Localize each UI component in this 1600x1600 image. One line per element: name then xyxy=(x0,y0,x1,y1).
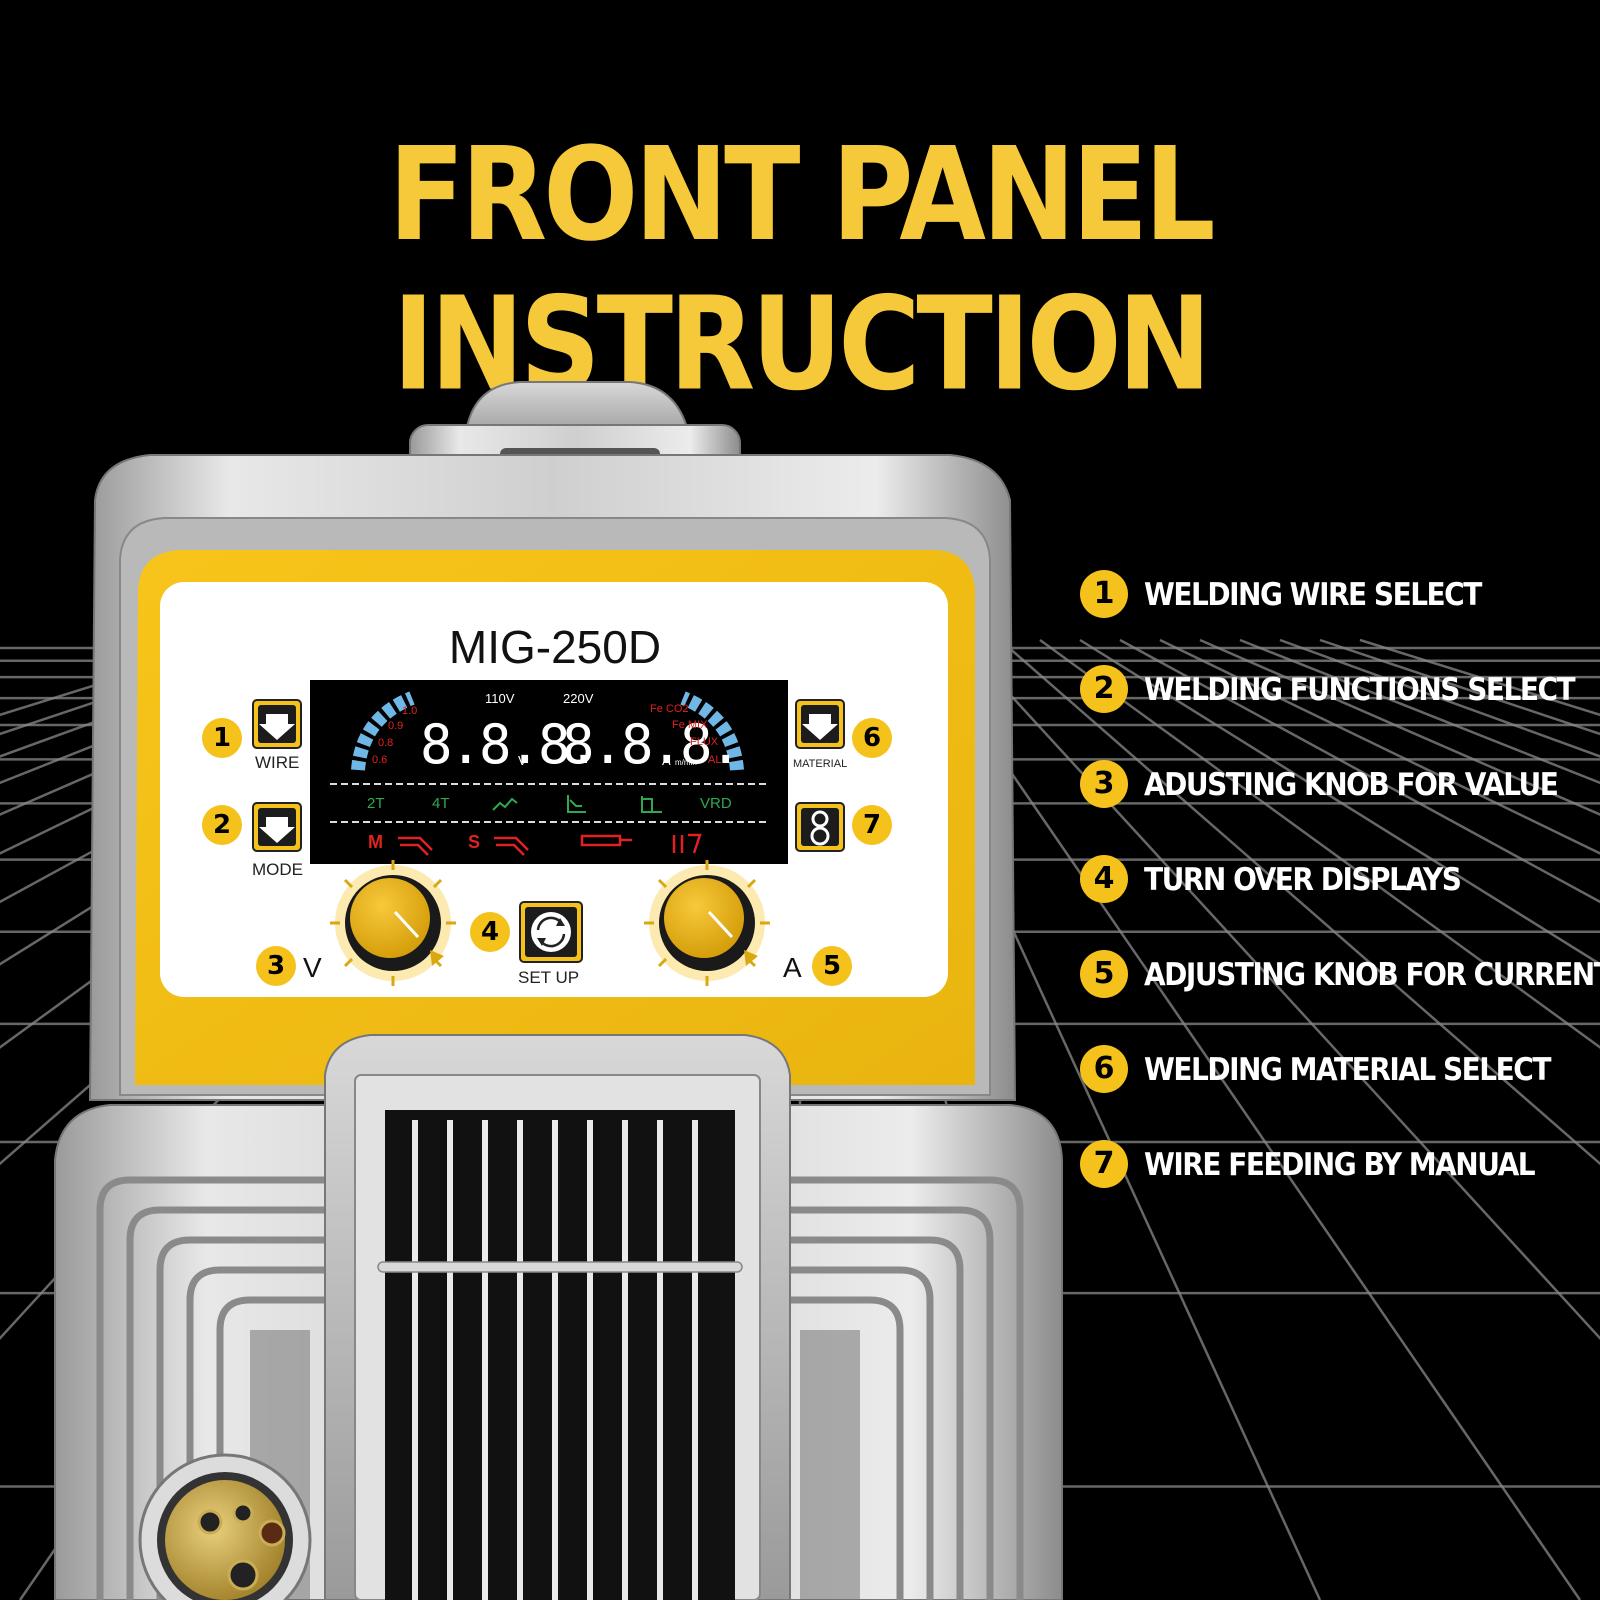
legend-number-badge: 3 xyxy=(1080,760,1128,808)
callout-badge-7: 7 xyxy=(852,805,892,845)
lcd-synergic: S xyxy=(468,832,481,852)
model-name: MIG-250D xyxy=(448,621,662,673)
legend-number-badge: 4 xyxy=(1080,855,1128,903)
current-knob-label: A xyxy=(783,952,802,983)
lcd-mode-2t: 2T xyxy=(367,795,385,812)
lcd-mode-4t: 4T xyxy=(432,795,450,812)
legend-label: TURN OVER DISPLAYS xyxy=(1144,861,1462,898)
callout-badge-2: 2 xyxy=(202,805,242,845)
legend-number-badge: 7 xyxy=(1080,1140,1128,1188)
callout-badge-4: 4 xyxy=(470,912,510,952)
grid-line xyxy=(0,638,401,816)
material-button-label: MATERIAL xyxy=(793,758,848,770)
lcd-current-readout: 8.8.8. xyxy=(562,713,742,776)
grid-line xyxy=(1199,638,1600,816)
legend-item-7: 7 WIRE FEEDING BY MANUAL xyxy=(1080,1140,1590,1190)
legend-number-badge: 6 xyxy=(1080,1045,1128,1093)
grid-line xyxy=(1079,638,1600,966)
legend-item-4: 4 TURN OVER DISPLAYS xyxy=(1080,855,1590,905)
grid-line xyxy=(1119,638,1600,904)
lcd-220v: 220V xyxy=(563,691,594,706)
lcd-110v: 110V xyxy=(485,691,515,706)
lcd-wire-size: 0.6 xyxy=(372,754,388,766)
legend-label: WIRE FEEDING BY MANUAL xyxy=(1144,1146,1536,1183)
legend-label: WELDING WIRE SELECT xyxy=(1144,576,1482,613)
setup-button-label: SET UP xyxy=(518,968,580,987)
legend-item-1: 1 WELDING WIRE SELECT xyxy=(1080,570,1590,620)
lcd-current-unit: A xyxy=(662,753,671,768)
legend-item-3: 3 ADUSTING KNOB FOR VALUE xyxy=(1080,760,1590,810)
legend-label: WELDING MATERIAL SELECT xyxy=(1144,1051,1551,1088)
callout-badge-6: 6 xyxy=(852,718,892,758)
legend-label: ADUSTING KNOB FOR VALUE xyxy=(1144,766,1559,803)
legend-label: ADJUSTING KNOB FOR CURRENT xyxy=(1144,956,1600,993)
legend-item-2: 2 WELDING FUNCTIONS SELECT xyxy=(1080,665,1590,715)
lcd-material: AL xyxy=(708,754,722,766)
grid-line xyxy=(918,639,1582,1600)
lcd-wire-size: 1.0 xyxy=(402,705,418,717)
lcd-wire-size: 0.9 xyxy=(388,720,404,732)
lcd-material: FLUX xyxy=(690,736,719,748)
grid-line xyxy=(1039,638,1600,1049)
lcd-voltage-readout: 8.8.8. xyxy=(420,713,600,776)
legend-item-5: 5 ADJUSTING KNOB FOR CURRENT xyxy=(1080,950,1600,1000)
lcd-manual: M xyxy=(368,832,383,852)
lcd-material: Fe MIX xyxy=(672,719,708,731)
lcd-mode-vrd: VRD xyxy=(700,795,732,812)
callout-badge-5: 5 xyxy=(812,946,852,986)
voltage-knob-label: V xyxy=(303,952,322,983)
lcd-wirespeed-unit: m/min xyxy=(675,758,697,767)
grid-line xyxy=(999,639,1600,1166)
legend-item-6: 6 WELDING MATERIAL SELECT xyxy=(1080,1045,1590,1095)
callout-badge-1: 1 xyxy=(202,718,242,758)
wire-button-label: WIRE xyxy=(255,753,300,772)
legend-number-badge: 5 xyxy=(1080,950,1128,998)
lcd-voltage-unit: V xyxy=(518,753,527,768)
page-title: FRONT PANEL INSTRUCTION xyxy=(388,120,1215,420)
legend-number-badge: 2 xyxy=(1080,665,1128,713)
mode-button-label: MODE xyxy=(252,860,303,879)
callout-badge-3: 3 xyxy=(256,946,296,986)
lcd-material: Fe CO2 xyxy=(650,703,689,715)
grid-line xyxy=(1159,638,1600,855)
legend-label: WELDING FUNCTIONS SELECT xyxy=(1144,671,1576,708)
lcd-wire-size: 0.8 xyxy=(378,737,394,749)
legend-number-badge: 1 xyxy=(1080,570,1128,618)
